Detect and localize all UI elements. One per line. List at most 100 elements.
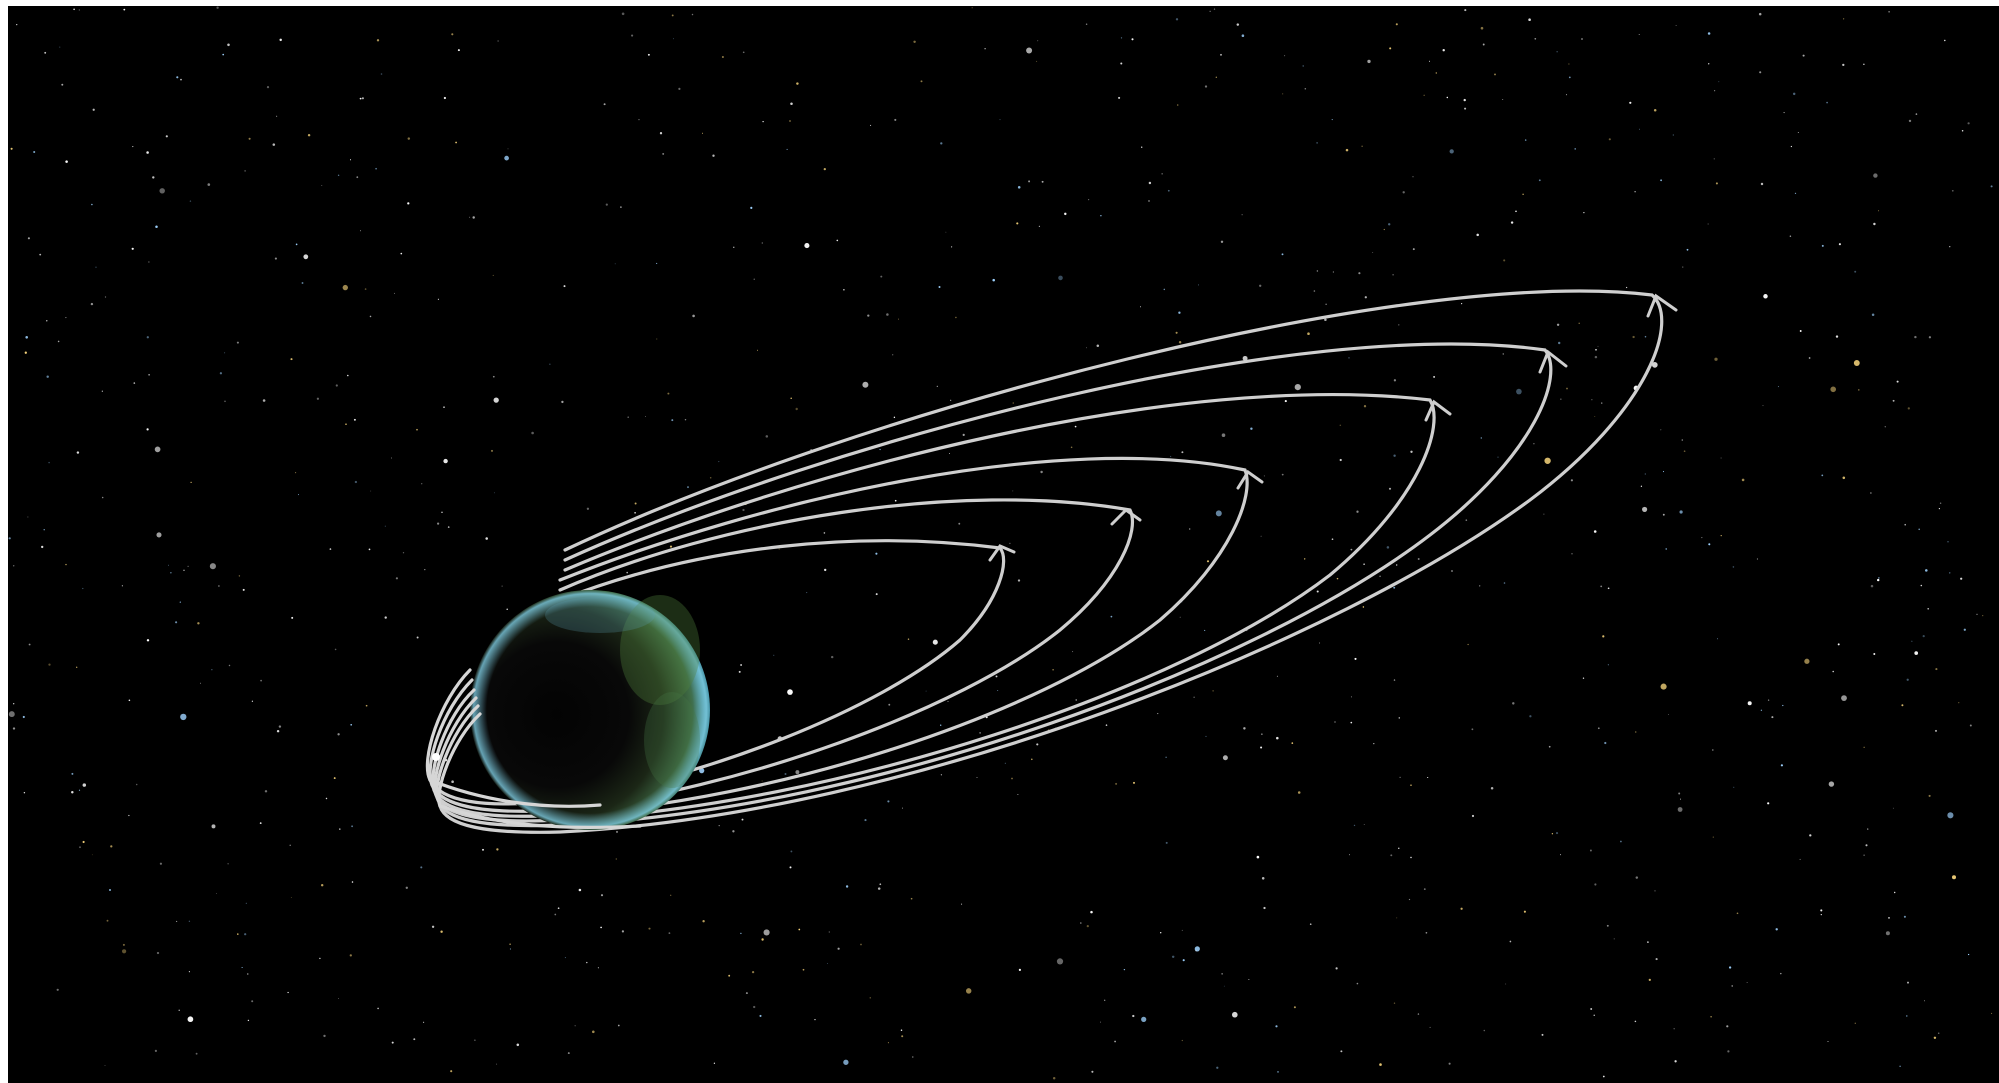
star	[1041, 180, 1044, 183]
star	[333, 777, 336, 780]
star	[1767, 802, 1770, 805]
star	[1091, 1070, 1094, 1073]
star	[1837, 643, 1840, 646]
star	[1533, 443, 1535, 445]
star	[1181, 1039, 1183, 1042]
star	[790, 850, 793, 853]
star	[290, 897, 292, 899]
star	[773, 654, 775, 656]
star	[437, 298, 439, 300]
star	[827, 963, 829, 964]
star	[1221, 433, 1226, 437]
star	[1802, 54, 1805, 57]
star	[316, 397, 320, 400]
star	[1939, 502, 1942, 504]
star	[1651, 362, 1658, 368]
star	[329, 548, 332, 550]
star	[1348, 854, 1351, 856]
star	[795, 770, 800, 775]
star	[1644, 335, 1647, 338]
star	[1505, 983, 1507, 985]
star	[1037, 40, 1039, 42]
star	[843, 1059, 849, 1065]
star	[441, 511, 443, 513]
star	[46, 375, 49, 378]
star	[1353, 824, 1356, 827]
star	[1358, 272, 1361, 275]
star	[12, 565, 15, 567]
star	[1161, 173, 1163, 175]
star	[128, 699, 131, 702]
star	[1653, 108, 1657, 112]
star	[955, 316, 957, 319]
star	[1417, 1013, 1420, 1015]
star	[875, 593, 878, 596]
star	[295, 243, 298, 246]
star	[1463, 98, 1466, 102]
star	[790, 102, 793, 105]
star	[1133, 781, 1135, 784]
star	[1990, 185, 1993, 188]
star	[1052, 669, 1054, 671]
star	[1665, 548, 1667, 550]
star	[482, 848, 484, 851]
star	[1581, 38, 1583, 40]
star	[1927, 607, 1930, 610]
star	[1363, 823, 1365, 825]
star	[614, 263, 616, 265]
star	[1777, 386, 1779, 388]
star	[278, 725, 282, 728]
star	[101, 496, 104, 499]
star	[1602, 1075, 1605, 1078]
star	[1189, 528, 1191, 530]
star	[1502, 353, 1504, 355]
star	[669, 545, 673, 548]
star	[82, 840, 85, 844]
star	[78, 789, 81, 791]
star	[319, 957, 321, 960]
star	[1085, 23, 1088, 26]
star	[1171, 955, 1175, 959]
star	[222, 53, 225, 56]
star	[678, 87, 681, 90]
star	[578, 888, 582, 892]
star	[1448, 1062, 1451, 1065]
star	[900, 1029, 903, 1031]
star	[1863, 63, 1865, 65]
star	[320, 883, 324, 887]
star	[187, 565, 189, 568]
star	[1528, 18, 1531, 21]
star	[1205, 735, 1207, 737]
star	[1012, 402, 1015, 404]
star	[1220, 53, 1222, 56]
star	[1625, 286, 1628, 289]
star	[289, 844, 291, 847]
star	[110, 845, 113, 848]
star	[1686, 248, 1689, 251]
star	[1708, 63, 1710, 65]
star	[1922, 635, 1925, 638]
star	[1597, 727, 1600, 730]
star	[1720, 457, 1722, 459]
star	[913, 40, 916, 44]
arrow-chevron-icon	[1110, 508, 1142, 526]
planet-icon	[470, 590, 710, 830]
star	[356, 176, 359, 179]
star	[443, 96, 447, 100]
star	[380, 73, 383, 75]
star	[648, 927, 651, 930]
star	[1017, 186, 1021, 189]
star	[165, 135, 168, 138]
star	[384, 525, 386, 527]
star	[1613, 938, 1615, 940]
star	[1348, 357, 1350, 359]
star	[1204, 85, 1208, 88]
star	[1350, 721, 1353, 724]
star	[894, 118, 897, 121]
star	[1412, 248, 1415, 251]
star	[1223, 985, 1225, 987]
star	[1390, 854, 1393, 857]
star	[148, 374, 150, 376]
star	[1248, 979, 1250, 980]
star	[364, 288, 367, 290]
